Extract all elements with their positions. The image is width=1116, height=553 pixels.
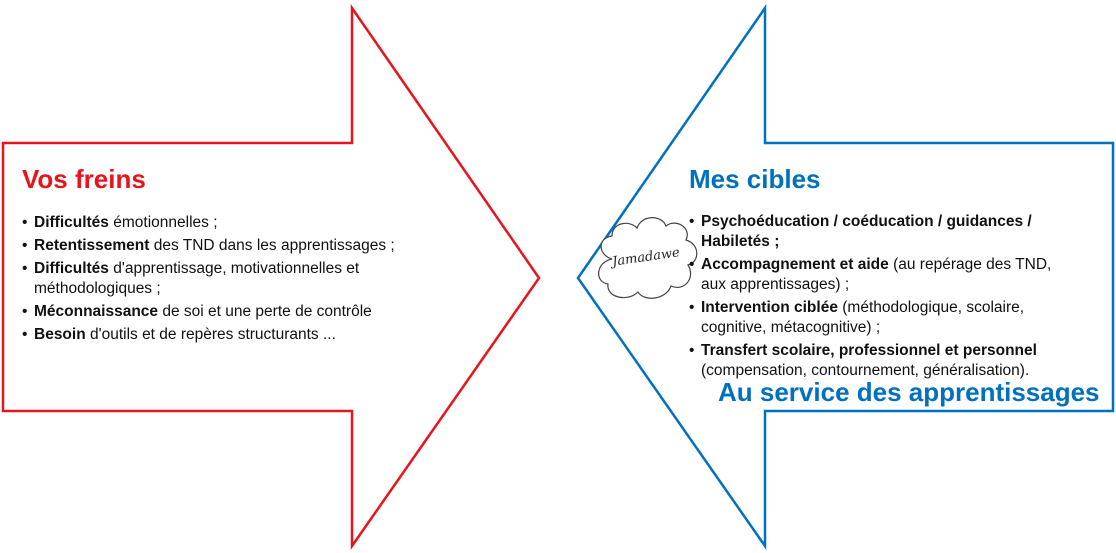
item-bold: Méconnaissance [34,303,159,320]
item-text: de soi et une perte de contrôle [158,303,372,320]
item-bold: Accompagnement et aide [701,256,889,273]
item-bold: Transfert scolaire, professionnel et per… [701,342,1037,359]
item-text: (compensation, contournement, généralisa… [701,362,1030,379]
item-text: des TND dans les apprentissages ; [149,237,395,254]
right-list: Psychoéducation / coéducation / guidance… [689,212,1069,381]
list-item: Transfert scolaire, professionnel et per… [689,341,1069,381]
item-bold: Retentissement [34,237,150,254]
list-item: Retentissement des TND dans les apprenti… [22,236,417,256]
list-item: Méconnaissance de soi et une perte de co… [22,302,417,322]
item-bold: Psychoéducation / coéducation / guidance… [701,213,1032,250]
list-item: Difficultés émotionnelles ; [22,213,417,233]
cloud-logo-icon [598,217,698,299]
list-item: Difficultés d'apprentissage, motivationn… [22,259,417,299]
left-list: Difficultés émotionnelles ; Retentisseme… [22,213,417,345]
item-bold: Difficultés [34,214,109,231]
item-text: d'apprentissage, motivationnelles et mét… [34,260,360,297]
right-panel: Mes cibles Psychoéducation / coéducation… [689,164,1069,384]
left-panel: Vos freins Difficultés émotionnelles ; R… [22,164,417,348]
right-footer-caption: Au service des apprentissages [718,377,1100,407]
item-bold: Intervention ciblée [701,299,838,316]
right-title: Mes cibles [689,164,821,194]
left-title: Vos freins [22,164,146,194]
list-item: Intervention ciblée (méthodologique, sco… [689,298,1069,338]
item-bold: Besoin [34,326,86,343]
list-item: Besoin d'outils et de repères structuran… [22,325,417,345]
list-item: Psychoéducation / coéducation / guidance… [689,212,1069,252]
item-text: (méthodologique, scolaire, cognitive, mé… [701,299,1025,336]
item-text: (au repérage des TND, aux apprentissages… [701,256,1052,293]
item-text: d'outils et de repères structurants ... [85,326,336,343]
item-bold: Difficultés [34,260,109,277]
list-item: Accompagnement et aide (au repérage des … [689,255,1069,295]
item-text: émotionnelles ; [108,214,218,231]
